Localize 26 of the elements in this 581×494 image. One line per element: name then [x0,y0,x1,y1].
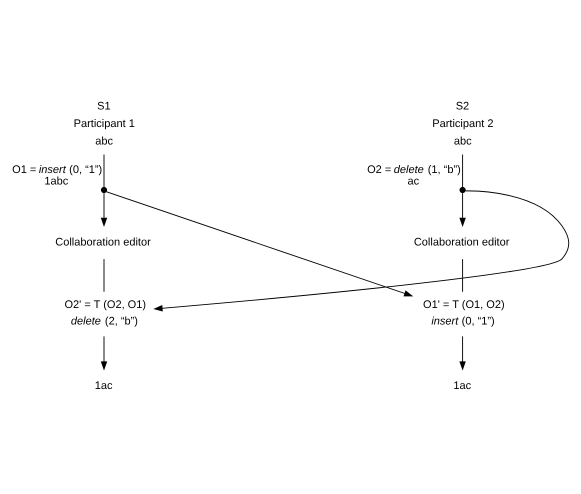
arrow [459,335,466,370]
arrow [106,190,414,296]
node-text: O2' = T (O2, O1) delete (2, “b”) [64,298,146,328]
arrow [100,335,108,370]
node-text: abc [454,134,472,147]
node-text: abc [95,134,114,147]
node-label: S2 [456,100,470,112]
node-text: 1ac [94,380,113,392]
node-text: 1ac [453,380,472,392]
arrow [153,190,570,311]
node-label: Participant 1 [74,117,135,130]
node-label: Participant 2 [432,117,494,130]
node-text: Collaboration editor [55,236,151,248]
node-label: O2 = delete (1, “b”) [367,164,461,176]
arrow [100,192,108,226]
node-text: O1' = T (O1, O2) insert (0, “1”) [423,298,505,328]
node-circle [460,186,466,193]
node-label: 1abc [44,174,68,187]
node-label: O1 = insert (0, “1”) [12,164,102,176]
node-circle [100,186,108,193]
node-text: Collaboration editor [414,236,510,248]
node-label: ac [408,174,420,187]
connector [462,258,464,292]
connector [462,154,464,188]
node-label: S1 [97,100,111,112]
arrow [459,192,466,226]
